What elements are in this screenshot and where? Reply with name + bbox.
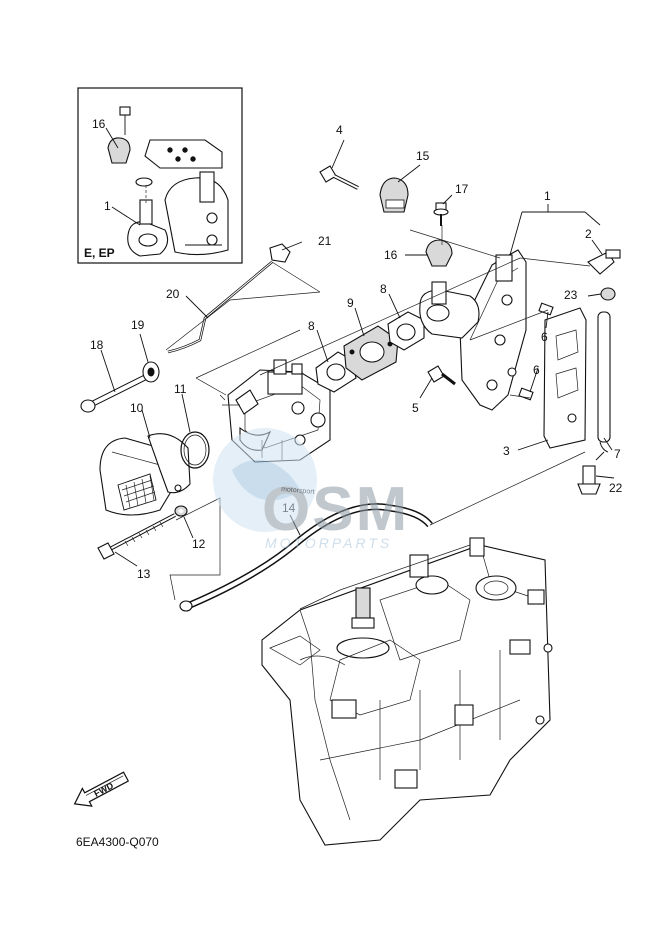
- intake-silencer: [99, 433, 191, 516]
- callout-1: 1: [544, 189, 551, 203]
- leader-lines: [100, 139, 615, 610]
- bolt-5: [427, 365, 456, 386]
- fuel-hose-14: [179, 503, 433, 612]
- callout-8a: 8: [308, 319, 315, 333]
- callout-17: 17: [455, 182, 469, 196]
- hose-7: [597, 311, 611, 453]
- diagram-code: 6EA4300-Q070: [76, 835, 159, 849]
- silencer-grille: [117, 473, 157, 511]
- callout-19: 19: [131, 318, 145, 332]
- callout-20: 20: [166, 287, 180, 301]
- callout-8b: 8: [380, 282, 387, 296]
- callout-6a: 6: [541, 330, 548, 344]
- callout-22: 22: [609, 481, 623, 495]
- o-ring-11: [180, 431, 210, 469]
- clip-23: [600, 287, 616, 301]
- insulator-9: [343, 325, 399, 381]
- callout-4: 4: [336, 123, 343, 137]
- callout-10: 10: [130, 401, 144, 415]
- grommet-19: [142, 361, 160, 383]
- callout-23: 23: [564, 288, 578, 302]
- inset-variant-label: E, EP: [84, 246, 115, 260]
- fwd-arrow-icon: FWD: [73, 771, 130, 807]
- callout-12: 12: [192, 537, 206, 551]
- callout-16b: 16: [384, 248, 398, 262]
- watermark: OSM MOTORPARTS: [213, 428, 409, 551]
- carburetor: [222, 359, 331, 463]
- callout-21: 21: [318, 234, 332, 248]
- watermark-subtitle: MOTORPARTS: [265, 535, 392, 551]
- pin-18: [80, 373, 150, 413]
- callout-9: 9: [347, 296, 354, 310]
- callout-13: 13: [137, 567, 151, 581]
- gasket-3: [543, 307, 587, 449]
- callout-3: 3: [503, 444, 510, 458]
- callout-6b: 6: [533, 363, 540, 377]
- valve-22: [577, 451, 605, 495]
- callout-15: 15: [416, 149, 430, 163]
- clip-21: [269, 243, 291, 263]
- callout-5: 5: [412, 401, 419, 415]
- variant-inset: E, EP: [77, 87, 243, 264]
- dowel-pin-6a: [538, 302, 554, 316]
- callout-16a: 16: [92, 117, 106, 131]
- callout-1-inset: 1: [104, 199, 111, 213]
- gasket-8b: [387, 311, 425, 351]
- fitting-2: [587, 249, 621, 275]
- callout-18: 18: [90, 338, 104, 352]
- callout-labels: 1 2 3 4 5 6 6 7 8 8 9 11 12 13 14 15 16 …: [90, 117, 623, 581]
- bolt-17: [433, 202, 449, 226]
- watermark-logo-text: OSM: [262, 475, 409, 544]
- collar-12: [174, 505, 188, 517]
- callout-7: 7: [614, 447, 621, 461]
- bolt-4: [319, 165, 359, 190]
- intake-manifold-1: [419, 249, 527, 411]
- clamp-16: [425, 239, 453, 267]
- callout-11: 11: [174, 382, 187, 396]
- callout-2: 2: [585, 227, 592, 241]
- bolt-13: [97, 513, 176, 560]
